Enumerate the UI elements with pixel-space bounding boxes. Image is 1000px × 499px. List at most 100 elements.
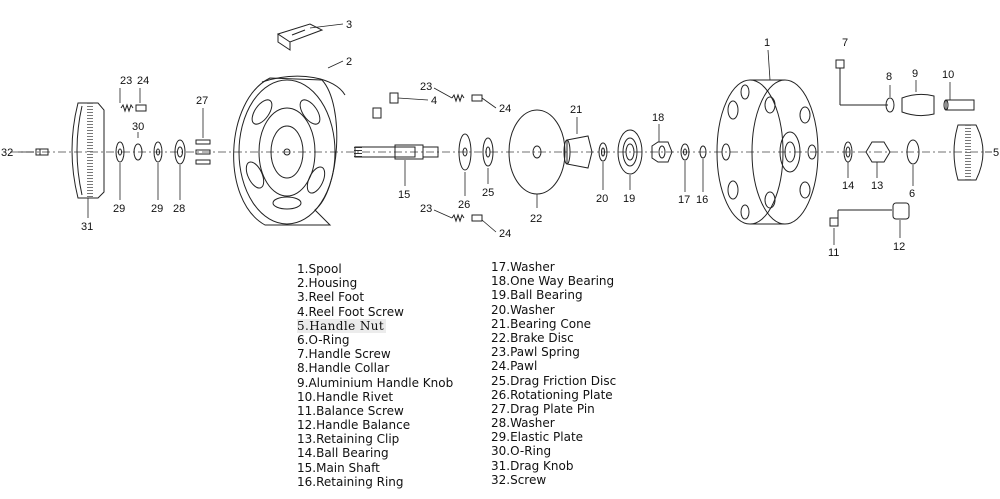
callout-30: 30 bbox=[132, 121, 144, 133]
legend-item: 16.Retaining Ring bbox=[297, 474, 404, 489]
callout-23-left: 23 bbox=[120, 75, 132, 87]
part-retaining-clip bbox=[865, 141, 891, 163]
callout-27: 27 bbox=[196, 95, 208, 107]
legend-item: 28.Washer bbox=[491, 416, 555, 431]
part-drag-friction-disc bbox=[482, 137, 494, 167]
part-elastic-plate-1 bbox=[115, 141, 125, 163]
part-elastic-plate-2 bbox=[153, 141, 163, 163]
legend-item-handle-nut: 5.Handle Nut bbox=[297, 318, 387, 333]
callout-24-top: 24 bbox=[499, 103, 511, 115]
callout-9: 9 bbox=[912, 68, 918, 80]
legend-item: 8.Handle Collar bbox=[297, 361, 390, 376]
part-housing bbox=[233, 75, 346, 226]
legend-item: 31.Drag Knob bbox=[491, 458, 574, 473]
callout-4: 4 bbox=[431, 95, 437, 107]
callout-17: 17 bbox=[678, 194, 690, 206]
callout-14: 14 bbox=[842, 180, 854, 192]
callout-24-left: 24 bbox=[137, 75, 149, 87]
legend-item: 27.Drag Plate Pin bbox=[491, 401, 595, 416]
callout-3: 3 bbox=[346, 19, 352, 31]
legend-item: 30.O-Ring bbox=[491, 444, 552, 459]
part-one-way-bearing bbox=[651, 141, 673, 163]
legend-item: 1.Spool bbox=[297, 262, 342, 276]
part-o-ring-6 bbox=[906, 139, 920, 165]
callout-23-bottom: 23 bbox=[420, 203, 432, 215]
part-washer-17 bbox=[680, 143, 690, 161]
legend-item: 10.Handle Rivet bbox=[297, 389, 394, 404]
legend-item: 14.Ball Bearing bbox=[297, 446, 389, 461]
legend-item: 26.Rotationing Plate bbox=[491, 387, 613, 402]
callout-11: 11 bbox=[828, 247, 839, 259]
callout-32: 32 bbox=[1, 147, 13, 159]
callout-8: 8 bbox=[886, 71, 892, 83]
parts-legend-left: 1.Spool 2.Housing 3.Reel Foot 4.Reel Foo… bbox=[297, 262, 453, 489]
callout-21: 21 bbox=[570, 104, 582, 116]
legend-item: 18.One Way Bearing bbox=[491, 274, 615, 289]
callout-28: 28 bbox=[173, 203, 185, 215]
legend-item: 20.Washer bbox=[491, 302, 555, 317]
part-screw bbox=[35, 148, 49, 156]
callout-26: 26 bbox=[458, 199, 470, 211]
legend-item: 29.Elastic Plate bbox=[491, 430, 584, 445]
legend-item: 13.Retaining Clip bbox=[297, 432, 400, 447]
callout-15: 15 bbox=[398, 189, 410, 201]
legend-item: 21.Bearing Cone bbox=[491, 316, 592, 331]
callout-31: 31 bbox=[81, 221, 93, 233]
part-drag-knob bbox=[71, 102, 105, 199]
callout-20: 20 bbox=[596, 193, 608, 205]
legend-item: 12.Handle Balance bbox=[297, 418, 411, 433]
part-retaining-ring bbox=[699, 145, 707, 159]
legend-item: 4.Reel Foot Screw bbox=[297, 304, 404, 319]
parts-legend-right: 17.Washer 18.One Way Bearing 19.Ball Bea… bbox=[491, 260, 616, 487]
part-balance-screw bbox=[829, 209, 892, 227]
legend-item: 6.O-Ring bbox=[297, 332, 350, 347]
legend-item: 3.Reel Foot bbox=[297, 290, 365, 305]
callout-24-bottom: 24 bbox=[499, 228, 511, 240]
callout-18: 18 bbox=[652, 112, 664, 124]
callout-12: 12 bbox=[893, 241, 905, 253]
part-handle-collar bbox=[885, 97, 895, 113]
legend-item: 17.Washer bbox=[491, 260, 555, 274]
callout-10: 10 bbox=[942, 69, 954, 81]
part-handle-screw bbox=[835, 59, 888, 106]
callout-23-top: 23 bbox=[420, 81, 432, 93]
part-drag-plate-pins bbox=[195, 139, 211, 165]
part-handle-knob bbox=[901, 93, 935, 117]
part-pawl-spring-bottom bbox=[451, 213, 483, 223]
legend-item-highlighted: 5.Handle Nut bbox=[297, 318, 453, 333]
legend-item: 19.Ball Bearing bbox=[491, 288, 583, 303]
callout-16: 16 bbox=[696, 194, 708, 206]
part-handle-rivet bbox=[943, 99, 975, 111]
legend-item: 7.Handle Screw bbox=[297, 347, 391, 362]
legend-item: 24.Pawl bbox=[491, 359, 538, 374]
callout-25: 25 bbox=[482, 187, 494, 199]
part-reel-foot-screws bbox=[372, 92, 399, 119]
callout-29-b: 29 bbox=[151, 203, 163, 215]
legend-item: 32.Screw bbox=[491, 472, 547, 487]
callout-6: 6 bbox=[909, 188, 915, 200]
part-handle-balance bbox=[892, 202, 910, 220]
callout-19: 19 bbox=[623, 193, 635, 205]
part-handle-nut bbox=[953, 124, 984, 181]
part-spool bbox=[716, 79, 819, 225]
part-bearing-cone bbox=[563, 135, 593, 169]
callout-22: 22 bbox=[530, 213, 542, 225]
part-washer-28 bbox=[174, 139, 186, 165]
legend-item: 2.Housing bbox=[297, 276, 358, 291]
legend-item: 23.Pawl Spring bbox=[491, 345, 580, 360]
legend-item: 25.Drag Friction Disc bbox=[491, 373, 617, 388]
part-pawl-spring-left bbox=[120, 103, 147, 113]
part-rotationing-plate bbox=[458, 133, 472, 171]
callout-5: 5 bbox=[993, 147, 999, 159]
legend-item: 22.Brake Disc bbox=[491, 330, 574, 345]
leader-lines bbox=[18, 23, 992, 245]
part-reel-foot bbox=[276, 23, 324, 51]
part-o-ring-30 bbox=[133, 143, 143, 161]
part-main-shaft bbox=[354, 144, 439, 160]
callout-13: 13 bbox=[871, 180, 883, 192]
legend-item: 9.Aluminium Handle Knob bbox=[297, 375, 454, 390]
legend-item: 15.Main Shaft bbox=[297, 460, 380, 475]
part-washer-20 bbox=[598, 142, 608, 162]
